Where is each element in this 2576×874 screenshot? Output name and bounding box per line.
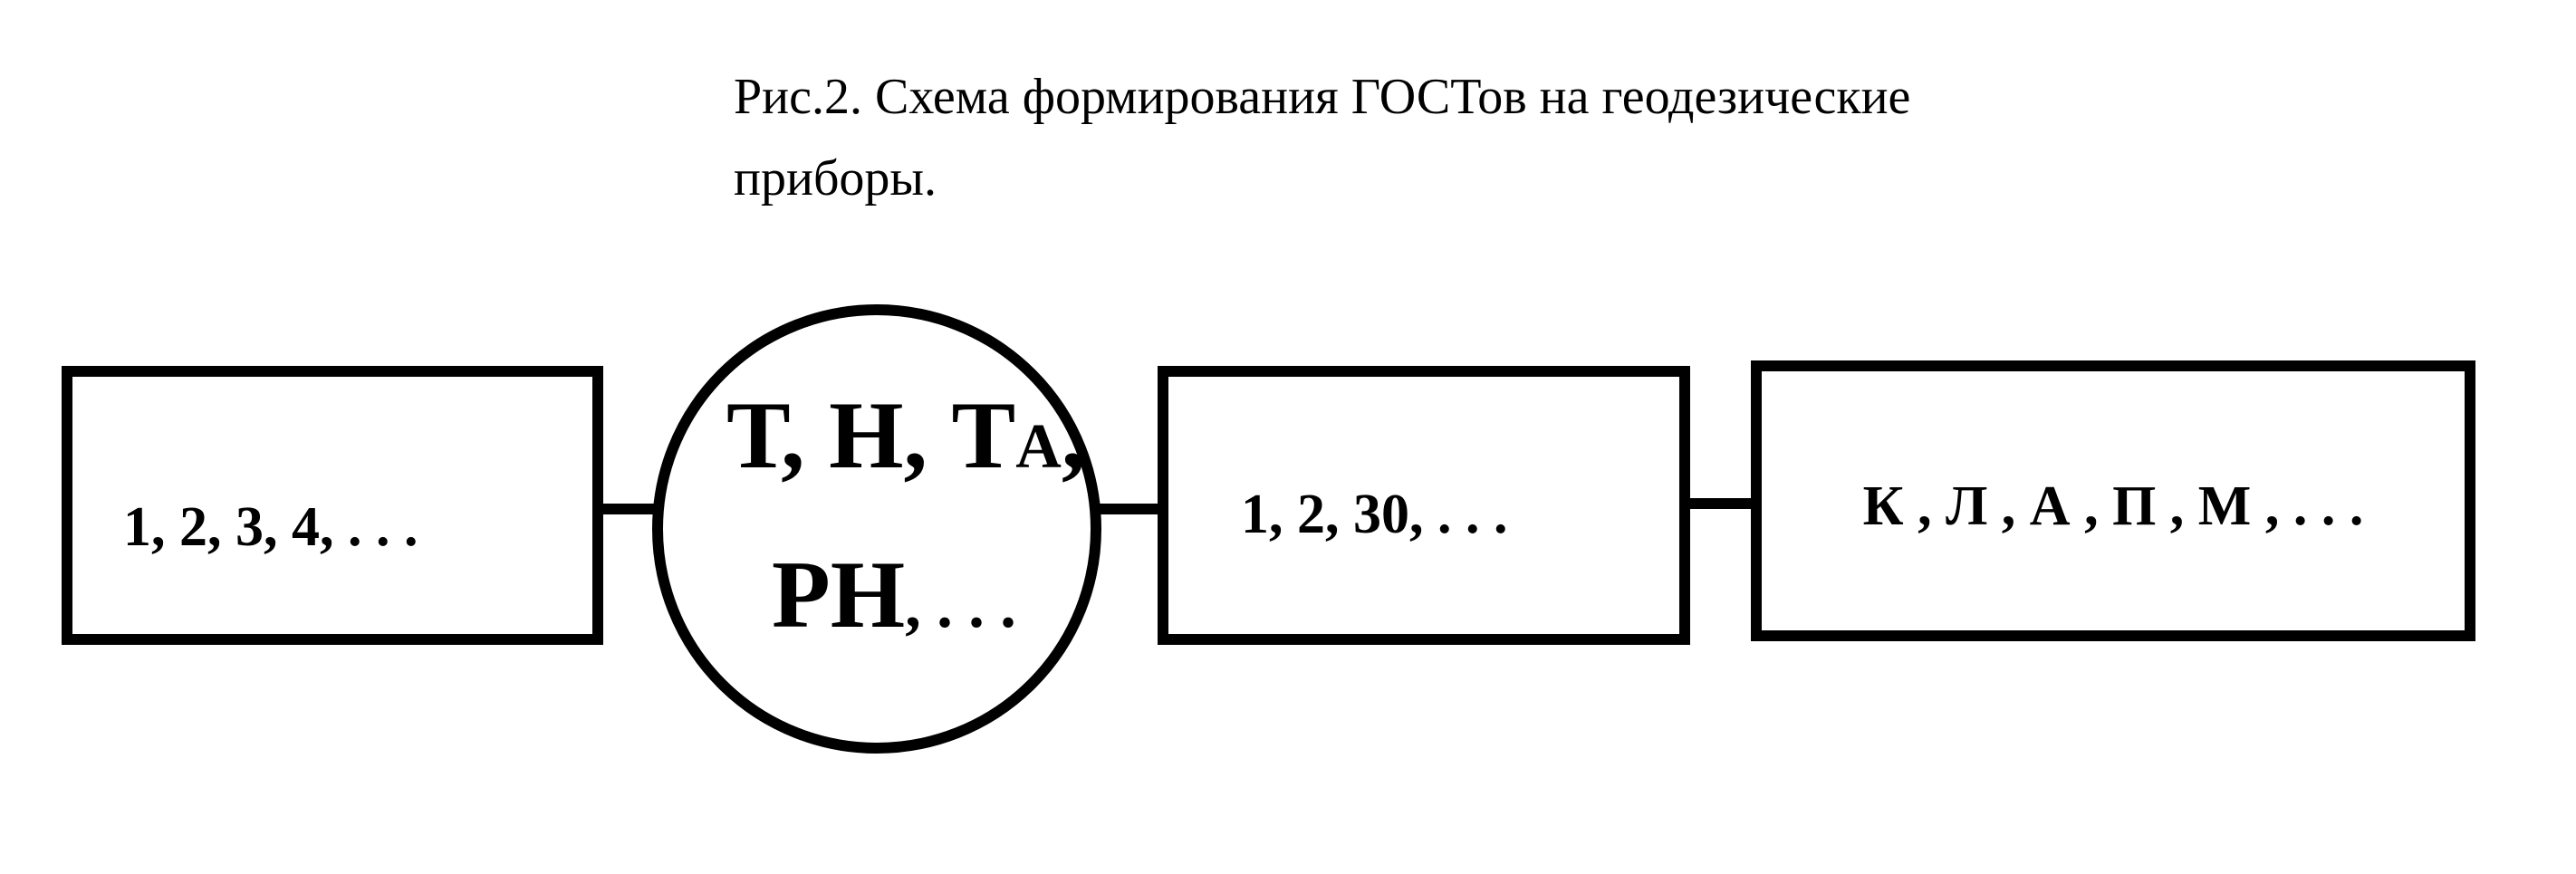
node-box-4: К , Л , А , П , М , . . . (1751, 360, 2475, 641)
circle-line-2-tail: , . . . (905, 571, 1016, 641)
node-box-1-label: 1, 2, 3, 4, . . . (123, 495, 418, 558)
circle-line-1: Т, Н, ТА, (726, 380, 1085, 491)
circle-line-2: РН, . . . (772, 540, 1016, 650)
circle-line-1-sub: А (1015, 412, 1062, 482)
node-box-3-label: 1, 2, 30, . . . (1241, 483, 1508, 545)
connector-circle-box3 (1096, 504, 1159, 514)
node-box-3: 1, 2, 30, . . . (1158, 366, 1690, 645)
node-circle: Т, Н, ТА, РН, . . . (652, 304, 1101, 754)
caption-line-2: приборы. (734, 150, 937, 206)
caption-line-1: Рис.2. Схема формирования ГОСТов на геод… (734, 69, 1911, 125)
connector-box1-circle (603, 504, 658, 514)
connector-box3-box4 (1690, 498, 1754, 509)
circle-line-2-main: РН (772, 542, 906, 648)
node-box-4-label: К , Л , А , П , М , . . . (1862, 475, 2364, 537)
circle-line-1-main: Т, Н, Т (726, 382, 1016, 488)
diagram-caption: Рис.2. Схема формирования ГОСТов на геод… (734, 56, 2273, 219)
node-box-1: 1, 2, 3, 4, . . . (62, 366, 603, 645)
circle-line-1-tail: , (1061, 382, 1086, 488)
